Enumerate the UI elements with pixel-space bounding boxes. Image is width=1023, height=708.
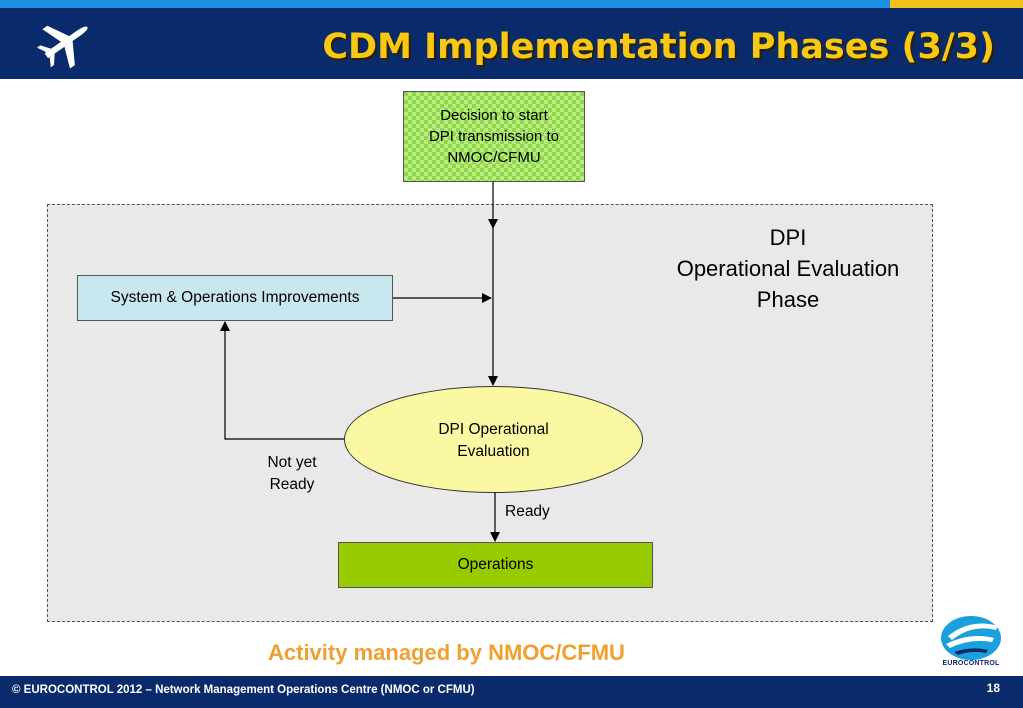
activity-managed-text: Activity managed by NMOC/CFMU [268, 640, 625, 665]
phase-label-line: Phase [756, 287, 820, 312]
eurocontrol-logo-text: EUROCONTROL [942, 660, 1000, 667]
phase-label-line: DPI [769, 225, 807, 250]
system-operations-improvements-box: System & Operations Improvements [77, 275, 393, 321]
decision-box: Decision to start DPI transmission to NM… [403, 91, 585, 182]
operations-box: Operations [338, 542, 653, 588]
evaluation-node-line: Evaluation [457, 443, 530, 460]
ready-label: Ready [505, 503, 550, 520]
phase-label-line: Operational Evaluation [676, 256, 900, 281]
eurocontrol-logo-icon [941, 616, 1001, 660]
dpi-operational-evaluation-node: DPI Operational Evaluation [344, 386, 643, 493]
evaluation-node-line: DPI Operational [438, 421, 549, 438]
not-yet-ready-label: Not yet Ready [252, 452, 332, 496]
not-yet-ready-label-line: Not yet [267, 454, 317, 471]
footer-copyright: © EUROCONTROL 2012 – Network Management … [12, 684, 475, 696]
page-number: 18 [986, 681, 1000, 695]
decision-box-line: NMOC/CFMU [447, 149, 541, 166]
decision-box-line: Decision to start [440, 107, 548, 124]
header-bar [0, 0, 1023, 79]
not-yet-ready-feedback-line [220, 321, 344, 440]
footer-bar [0, 676, 1023, 708]
header-stripe-blue [0, 0, 890, 8]
not-yet-ready-label-line: Ready [269, 476, 315, 493]
airplane-icon [36, 25, 88, 69]
header-stripe-yellow [890, 0, 1023, 8]
phase-label: DPI Operational Evaluation Phase [640, 222, 936, 315]
page-title: CDM Implementation Phases (3/3) [322, 27, 995, 67]
decision-box-line: DPI transmission to [428, 128, 560, 145]
